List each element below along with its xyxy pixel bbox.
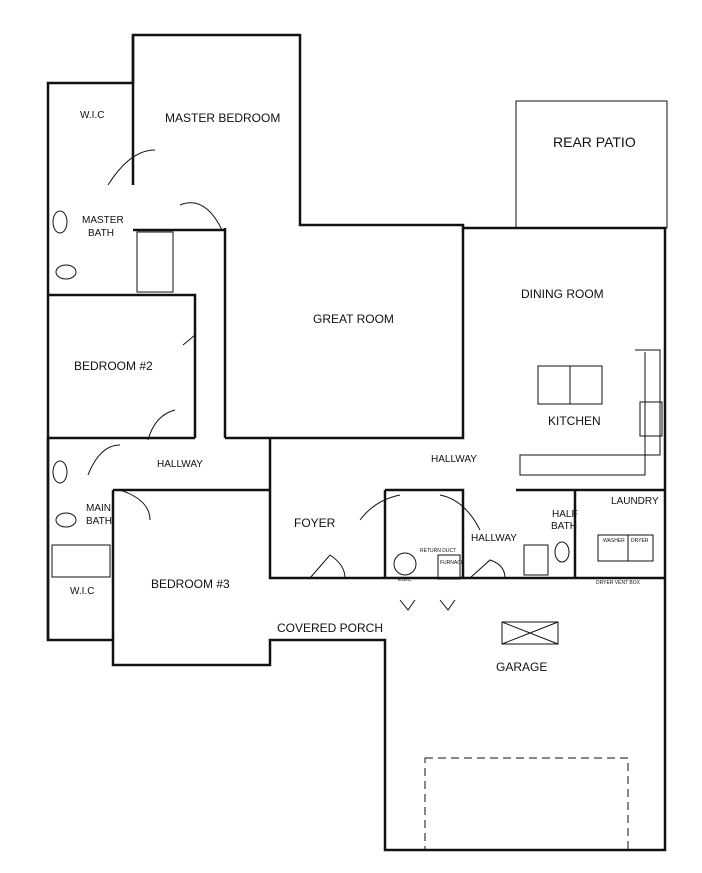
fixture-label-elec: ELEC xyxy=(398,577,412,583)
rear-patio-outline xyxy=(515,100,668,229)
toilet-half xyxy=(554,541,570,563)
sign-box xyxy=(501,621,559,645)
fixture-label-dryer: DRYER xyxy=(631,538,649,544)
room-label-great-room: GREAT ROOM xyxy=(313,312,394,326)
room-label-garage: GARAGE xyxy=(496,660,548,674)
room-label-rear-patio: REAR PATIO xyxy=(553,134,636,150)
room-label-main-bath-2: BATH xyxy=(86,516,112,527)
room-label-half-bath-2: BATH xyxy=(551,521,577,532)
exterior-walls xyxy=(46,33,667,852)
room-label-wic-master: W.I.C xyxy=(80,110,105,121)
garage-door-outline xyxy=(424,757,629,851)
room-label-laundry: LAUNDRY xyxy=(611,496,659,507)
room-label-wic-bed3: W.I.C xyxy=(70,586,95,597)
shower xyxy=(136,231,174,293)
tub-master xyxy=(52,210,68,234)
bathtub xyxy=(51,544,111,578)
room-label-covered-porch: COVERED PORCH xyxy=(277,621,384,635)
toilet-master xyxy=(55,264,77,280)
room-label-kitchen: KITCHEN xyxy=(548,414,601,428)
furnace xyxy=(437,554,461,580)
room-label-half-bath-1: HALF xyxy=(552,509,578,520)
fixture-label-return-duct: RETURN DUCT xyxy=(420,548,457,554)
room-label-master-bath-2: BATH xyxy=(88,228,114,239)
toilet-main xyxy=(55,512,77,528)
room-label-main-bath-1: MAIN xyxy=(86,503,111,514)
room-label-bedroom-3: BEDROOM #3 xyxy=(151,577,230,591)
water-heater xyxy=(393,552,417,576)
room-label-master-bedroom: MASTER BEDROOM xyxy=(165,111,281,125)
fixture-label-furnace: FURNACE xyxy=(440,560,465,566)
room-label-hallway-left: HALLWAY xyxy=(157,459,203,470)
room-label-hallway-garage: HALLWAY xyxy=(471,533,517,544)
sink-half xyxy=(523,544,549,576)
sink xyxy=(639,401,663,437)
room-label-hallway-center: HALLWAY xyxy=(431,454,477,465)
room-label-bedroom-2: BEDROOM #2 xyxy=(74,359,153,373)
fixture-label-washer: WASHER xyxy=(603,538,625,544)
room-label-dining-room: DINING ROOM xyxy=(521,287,604,301)
dryer xyxy=(627,534,654,562)
interior-walls xyxy=(46,35,665,640)
kitchen-counter xyxy=(519,349,661,476)
room-label-master-bath-1: MASTER xyxy=(82,215,124,226)
room-label-foyer: FOYER xyxy=(294,516,336,530)
sink-main-bath xyxy=(52,460,68,484)
fixture-label-dryer-vent-box: DRYER VENT BOX xyxy=(596,580,640,586)
